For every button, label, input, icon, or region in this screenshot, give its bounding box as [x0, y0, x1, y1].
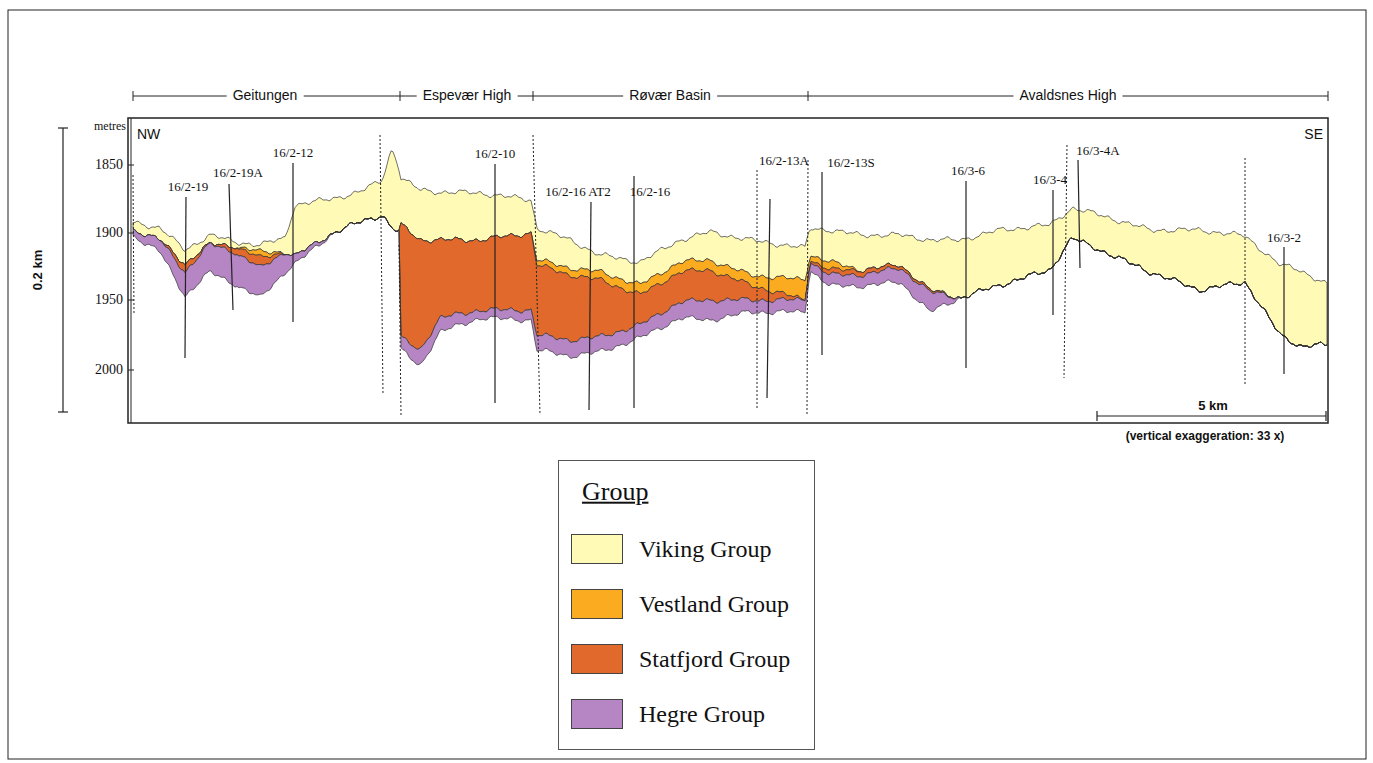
- legend-entry: Viking Group: [571, 533, 772, 565]
- legend-text: Vestland Group: [639, 591, 789, 618]
- well-trace: [965, 181, 966, 368]
- legend-entry: Hegre Group: [571, 698, 765, 730]
- legend-text: Statfjord Group: [639, 646, 790, 673]
- well-name: 16/2-16: [630, 185, 670, 199]
- region-bracket: [133, 91, 1328, 101]
- legend-swatch: [571, 699, 623, 729]
- well-trace: [633, 176, 634, 408]
- fault-line: [533, 135, 540, 415]
- stratum-layer: [133, 217, 1327, 365]
- strata: [133, 151, 1327, 365]
- well-name: 16/2-13S: [827, 156, 875, 170]
- depth-label: 1850: [95, 157, 123, 172]
- well-trace: [767, 199, 770, 398]
- well-trace: [292, 163, 293, 322]
- faults: [133, 135, 1245, 415]
- well-name: 16/2-13A: [759, 154, 809, 168]
- exaggeration-note: (vertical exaggeration: 33 x): [1126, 430, 1285, 443]
- depth-ticks: [128, 165, 134, 370]
- well-name: 16/3-4: [1033, 173, 1067, 187]
- legend-entry: Statfjord Group: [571, 643, 790, 675]
- scale-label: 5 km: [1198, 399, 1228, 413]
- vertical-scale-bar: [58, 128, 68, 412]
- legend-title: Group: [582, 478, 648, 507]
- legend-swatch: [571, 589, 623, 619]
- fault-line: [1245, 158, 1246, 385]
- legend-swatch: [571, 644, 623, 674]
- depth-label: 2000: [95, 362, 123, 377]
- well-name: 16/2-12: [273, 146, 313, 160]
- well-trace: [229, 184, 233, 310]
- well-trace: [1052, 190, 1053, 315]
- well-trace: [589, 202, 591, 410]
- well-name: 16/2-19A: [213, 166, 263, 180]
- outer-border: [8, 10, 1366, 759]
- well-trace: [1078, 160, 1080, 268]
- well-name: 16/2-10: [475, 147, 515, 161]
- well-name: 16/2-19: [168, 180, 208, 194]
- scale-label: 0.2 km: [31, 250, 45, 290]
- well-name: 16/3-6: [951, 164, 985, 178]
- frame-inner-line: [131, 118, 132, 423]
- fault-line: [133, 175, 134, 315]
- fault-line: [380, 135, 383, 395]
- fault-line: [757, 170, 758, 410]
- depth-label: 1900: [95, 225, 123, 240]
- region-label: Røvær Basin: [623, 88, 717, 103]
- well-trace: [185, 197, 186, 358]
- direction-label: SE: [1304, 127, 1323, 142]
- fault-line: [399, 245, 401, 415]
- wells: [185, 160, 1284, 410]
- well-trace: [1283, 247, 1284, 374]
- legend-swatch: [571, 534, 623, 564]
- well-name: 16/3-2: [1267, 231, 1301, 245]
- region-label: Avaldsnes High: [1013, 88, 1122, 103]
- well-name: 16/2-16 AT2: [545, 185, 610, 199]
- well-name: 16/3-4A: [1076, 144, 1119, 158]
- well-trace: [821, 172, 822, 355]
- region-label: Geitungen: [227, 88, 304, 103]
- section-frame: [128, 118, 1328, 423]
- region-label: Espevær High: [417, 88, 518, 103]
- legend-text: Hegre Group: [639, 701, 765, 728]
- legend-text: Viking Group: [639, 536, 772, 563]
- fault-line: [807, 160, 808, 415]
- well-trace: [494, 164, 495, 403]
- legend-entry: Vestland Group: [571, 588, 789, 620]
- axis-unit: metres: [94, 120, 126, 133]
- depth-label: 1950: [95, 292, 123, 307]
- direction-label: NW: [137, 127, 160, 142]
- stratum-layer: [133, 217, 1327, 350]
